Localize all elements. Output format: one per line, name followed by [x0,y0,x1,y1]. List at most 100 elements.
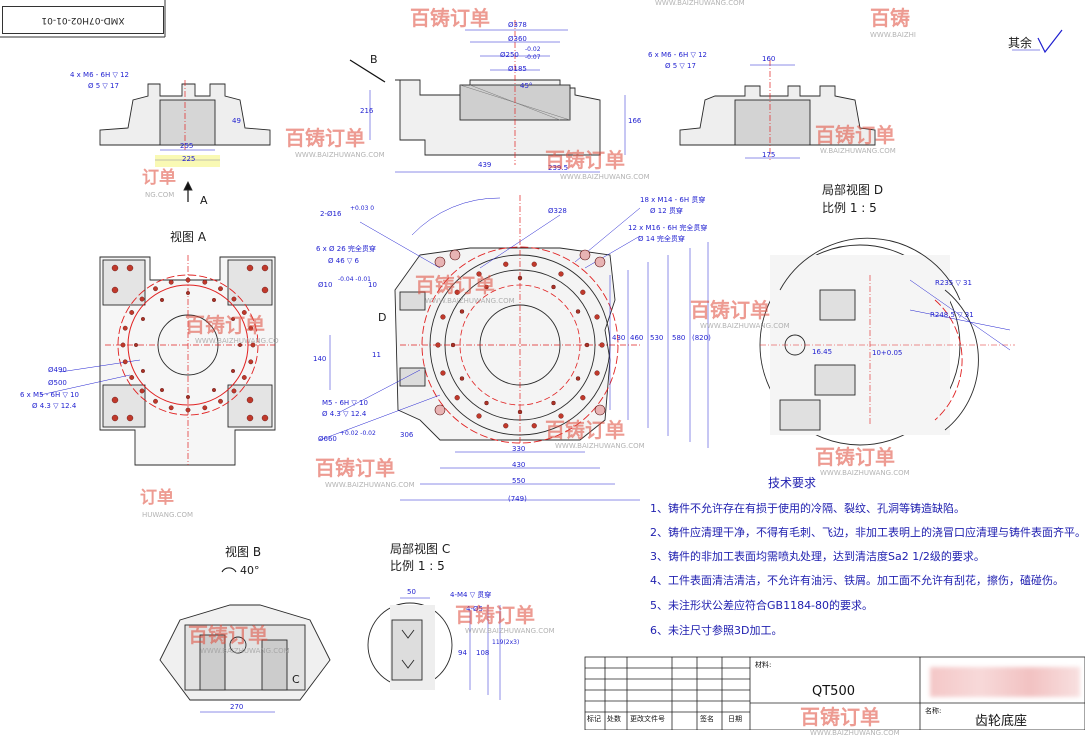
watermark-url: WWW.BAIZHUWANG.COM [555,442,645,450]
dim-thread-tr-1: 6 x M6 - 6H ▽ 12 [648,51,707,59]
bolt-hole [153,286,158,292]
dim-b-270: 270 [230,703,244,711]
dim-185: Ø185 [508,65,527,73]
view-b-title: 视图 B [225,545,262,559]
bolt-hole [459,376,465,381]
bolt-hole [185,395,190,400]
detail-d-scale: 比例 1 : 5 [822,201,877,215]
bolt-hole [484,284,489,290]
tech-req-item: 3、铸件的非加工表面均需喷丸处理，达到清洁度Sa2 1/2级的要求。 [650,550,985,563]
watermark-url: WWW.BAIZHUWANG.COM [325,481,415,489]
tech-req-item: 5、未注形状公差应符合GB1184-80的要求。 [650,599,874,612]
dim-140: 140 [313,355,327,363]
watermark-url: WWW.BAIZHUWANG.CO [195,337,279,345]
mount-hole [261,264,269,272]
watermark-url: WWW.BAIZHUWANG.COM [700,322,790,330]
part-name-label: 名称: [925,707,942,715]
bolt-hole [185,407,191,413]
dim-166: 166 [628,117,642,125]
tech-req-item: 1、铸件不允许存在有损于使用的冷隔、裂纹、孔洞等铸造缺陷。 [650,502,965,515]
counterbore-hole [594,404,606,416]
dim-d10: Ø10 [318,281,333,289]
dim-430-h: 430 [512,461,526,469]
watermark-logo: 百铸订单 [455,603,535,627]
view-detail-c [367,597,501,700]
tech-req-title: 技术要求 [768,476,817,490]
dim-thread-tl-1: 4 x M6 - 6H ▽ 12 [70,71,129,79]
redacted-area [930,667,1080,697]
bolt-hole [218,286,223,292]
bolt-hole [575,309,581,314]
dim-c-m4-1: 4-M4 ▽ 贯穿 [450,591,492,599]
bolt-hole [503,261,509,267]
watermark-logo: 百铸订单 [285,126,365,150]
watermark-logo: 百铸订单 [800,705,880,729]
bolt-hole [454,395,460,401]
bolt-hole [140,369,145,374]
dim-m14-2: Ø 12 贯穿 [650,207,683,215]
watermark-url: WWW.BAIZHUWANG.COM [810,729,900,737]
dim-490: Ø490 [48,366,67,374]
bolt-hole [185,291,190,296]
dim-c-50: 50 [407,588,416,596]
dim-250-tol-top: -0.02 [525,46,541,53]
bolt-hole [129,375,135,380]
watermark-logo: 百铸订单 [410,6,490,30]
bolt-hole [531,261,537,267]
bolt-hole [218,398,223,404]
tech-req-item: 2、铸件应清理干净，不得有毛刺、飞边，非加工表明上的浇冒口应清理与铸件表面齐平。 [650,526,1085,539]
watermark-logo: 百铸订单 [690,298,770,322]
bolt-hole [202,405,208,411]
bolt-hole [454,289,460,295]
watermark-url: HUWANG.COM [142,511,194,519]
watermark-url: WWW.BAIZHUWANG.COM [425,297,515,305]
mount-hole [261,414,269,422]
dim-530: 530 [650,334,664,342]
dim-439: 439 [478,161,492,169]
watermark-logo: 百铸订单 [545,148,625,172]
bolt-hole [551,284,556,290]
watermark-logo: 百铸订单 [315,456,395,480]
view-c-marker: C [292,673,300,686]
bolt-hole [159,388,164,393]
counterbore-hole [434,404,446,416]
bolt-hole [241,375,247,380]
watermark-logo: 百铸订单 [815,123,895,147]
dim-239: 239.5 [548,164,569,172]
dim-a-thread-2: Ø 4.3 ▽ 12.4 [32,402,77,410]
bolt-hole [440,370,446,376]
mount-hole [246,414,254,422]
view-top-right [679,29,1063,160]
dim-11: 11 [372,351,381,359]
counterbore-hole [579,249,591,261]
watermark-logo: 百铸 [870,6,910,30]
arrow-b-label: B [370,53,378,66]
mount-hole [111,414,119,422]
bolt-hole [153,398,158,404]
bolt-hole [440,314,446,320]
bolt-hole [120,342,126,348]
watermark-logo: 百铸订单 [188,623,268,647]
dim-360: Ø360 [508,35,527,43]
bolt-hole [435,342,441,348]
material-value: QT500 [812,684,855,699]
bolt-hole [558,271,564,277]
watermark-logo: 百铸订单 [185,313,265,337]
dim-angle-45: 45° [520,82,533,90]
dim-216: 216 [360,107,374,115]
bolt-hole [231,317,236,322]
dim-660-tol: +0.02 -0.02 [340,430,376,437]
bolt-hole [122,359,128,365]
counterbore-hole [434,256,446,268]
title-block [584,656,1085,730]
bolt-hole [168,405,174,411]
view-top-left [99,80,271,167]
dim-225: 225 [182,155,196,163]
material-label: 材料: [755,661,772,669]
view-section-main [349,20,626,173]
bolt-hole [231,369,236,374]
bolt-hole [231,296,237,302]
watermark-logo: 订单 [142,168,176,188]
bolt-hole [159,297,164,302]
dim-hole16-tol: +0.03 0 [350,205,375,212]
